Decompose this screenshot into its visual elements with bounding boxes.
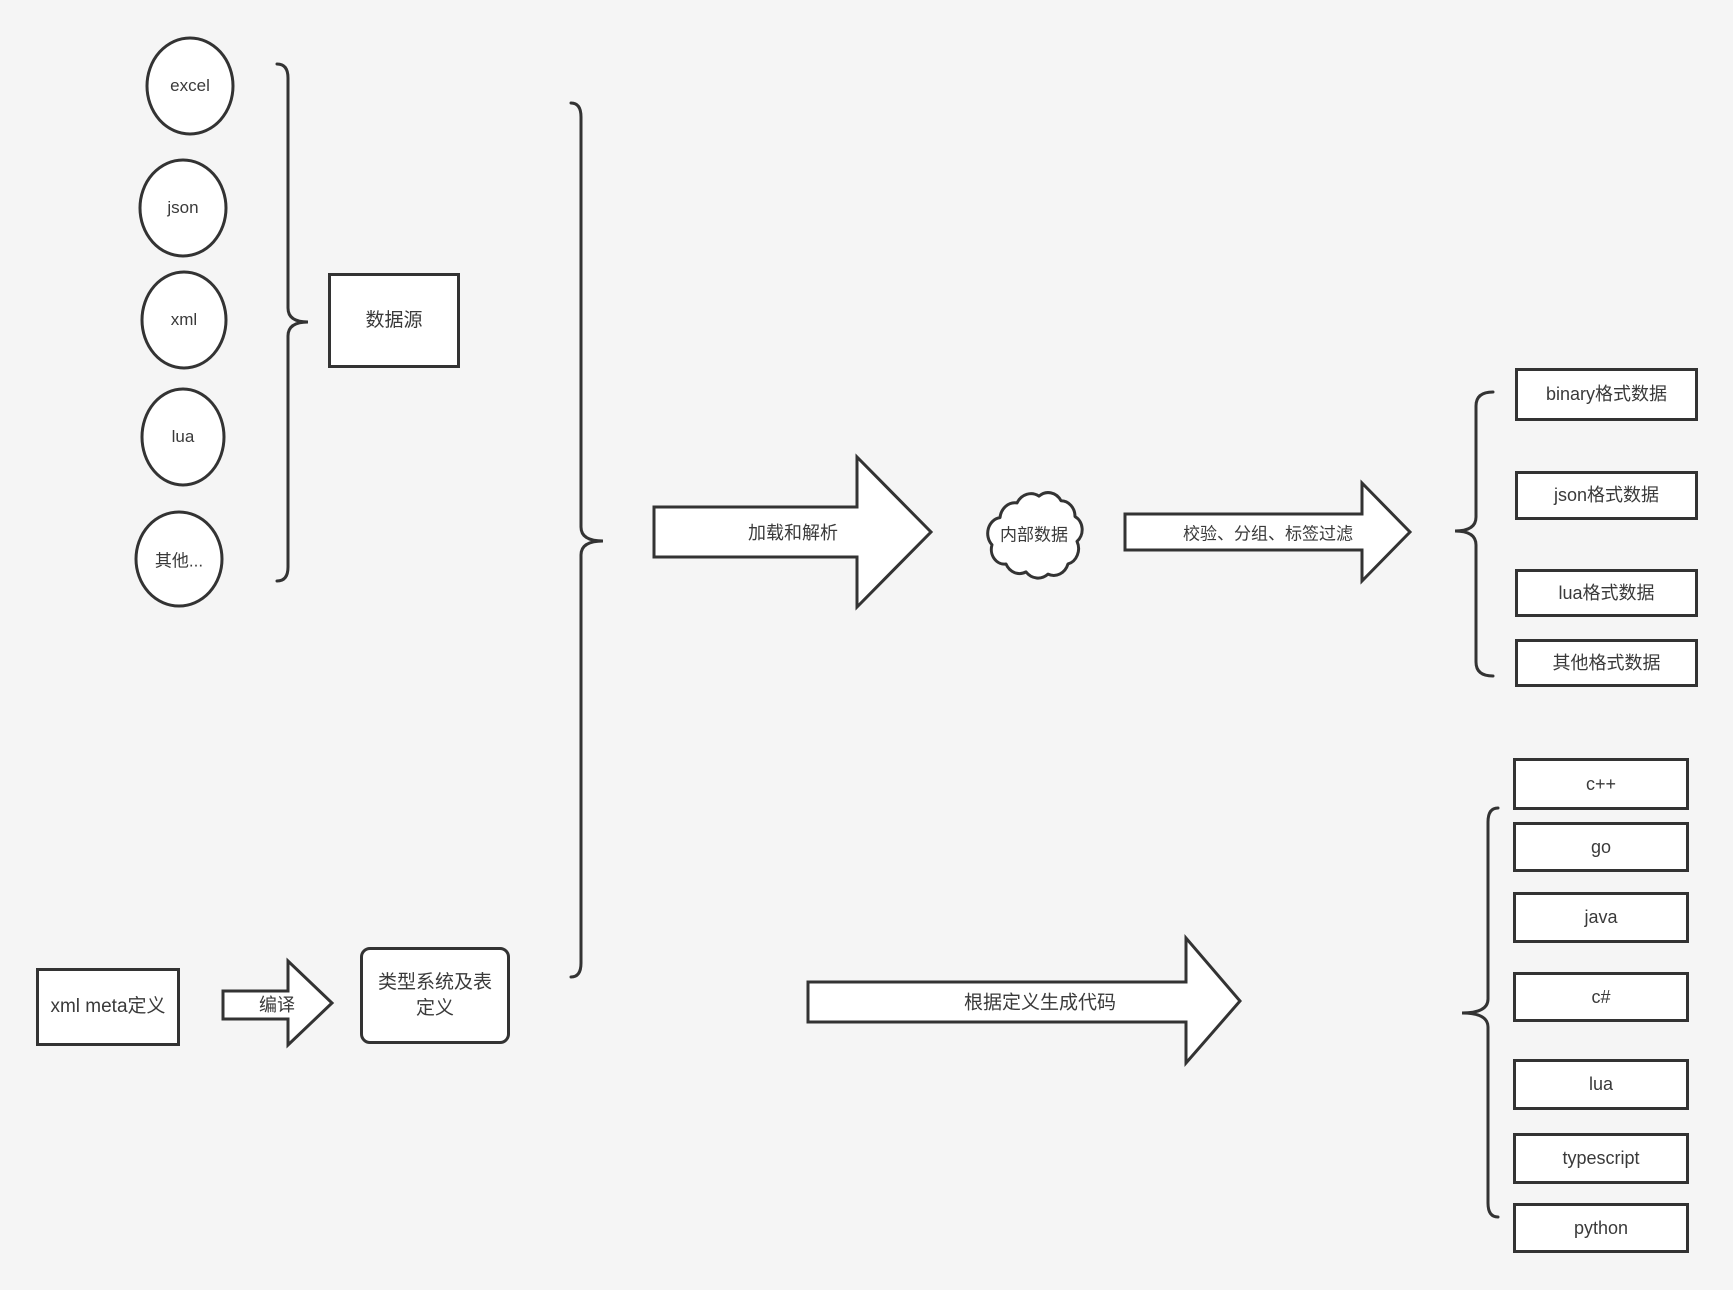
- xml-meta-label: xml meta定义: [50, 996, 166, 1018]
- lang-box-go: go: [1513, 822, 1689, 872]
- internal-data-cloud: [988, 493, 1082, 578]
- lang-box-csharp: c#: [1513, 972, 1689, 1022]
- pipeline-brace: [569, 101, 604, 979]
- format-box-binary: binary格式数据: [1515, 368, 1698, 421]
- languages-brace: [1461, 806, 1500, 1219]
- lang-label-csharp: c#: [1591, 986, 1611, 1007]
- generate-code-arrow-label: 根据定义生成代码: [963, 992, 1117, 1014]
- formats-brace: [1454, 390, 1495, 678]
- format-label-binary: binary格式数据: [1545, 384, 1668, 405]
- lang-box-lua: lua: [1513, 1059, 1689, 1110]
- format-label-other: 其他格式数据: [1552, 652, 1661, 673]
- data-source-label: 数据源: [365, 309, 423, 331]
- filter-arrow-label: 校验、分组、标签过滤: [1183, 524, 1353, 544]
- format-label-lua: lua格式数据: [1558, 582, 1655, 603]
- lang-label-lua: lua: [1588, 1074, 1614, 1095]
- json-node-label: json: [167, 198, 199, 217]
- lang-label-cpp: c++: [1585, 773, 1617, 794]
- internal-data-label: 内部数据: [1000, 525, 1068, 545]
- format-box-other: 其他格式数据: [1515, 639, 1698, 687]
- data-source-brace: [275, 62, 309, 583]
- lang-label-go: go: [1590, 836, 1612, 857]
- other-node-label: 其他...: [154, 551, 204, 571]
- lang-label-python: python: [1573, 1217, 1629, 1238]
- load-parse-arrow: [652, 453, 934, 611]
- xml-meta-box: xml meta定义: [36, 968, 180, 1046]
- compile-arrow-label: 编译: [259, 995, 295, 1015]
- data-source-box: 数据源: [328, 273, 460, 368]
- filter-arrow: [1123, 479, 1413, 585]
- type-system-label: 类型系统及表定义: [377, 971, 492, 1019]
- xml-node-shape: [140, 270, 228, 370]
- lang-label-typescript: typescript: [1562, 1148, 1640, 1169]
- format-box-json: json格式数据: [1515, 471, 1698, 520]
- lang-box-python: python: [1513, 1203, 1689, 1253]
- lua-node-label: lua: [171, 427, 195, 446]
- lua-node-shape: [140, 387, 226, 487]
- excel-node-shape: [145, 36, 235, 136]
- generate-code-arrow: [806, 933, 1242, 1068]
- type-system-box: 类型系统及表定义: [360, 947, 510, 1044]
- excel-node-label: excel: [170, 76, 210, 95]
- other-node-shape: [134, 510, 224, 608]
- lang-box-typescript: typescript: [1513, 1133, 1689, 1184]
- format-box-lua: lua格式数据: [1515, 569, 1698, 617]
- format-label-json: json格式数据: [1553, 485, 1660, 506]
- lang-box-cpp: c++: [1513, 758, 1689, 810]
- compile-arrow: [221, 957, 335, 1049]
- load-parse-arrow-label: 加载和解析: [748, 523, 838, 543]
- lang-label-java: java: [1584, 907, 1618, 928]
- lang-box-java: java: [1513, 892, 1689, 943]
- xml-node-label: xml: [170, 310, 198, 329]
- json-node-shape: [138, 158, 228, 258]
